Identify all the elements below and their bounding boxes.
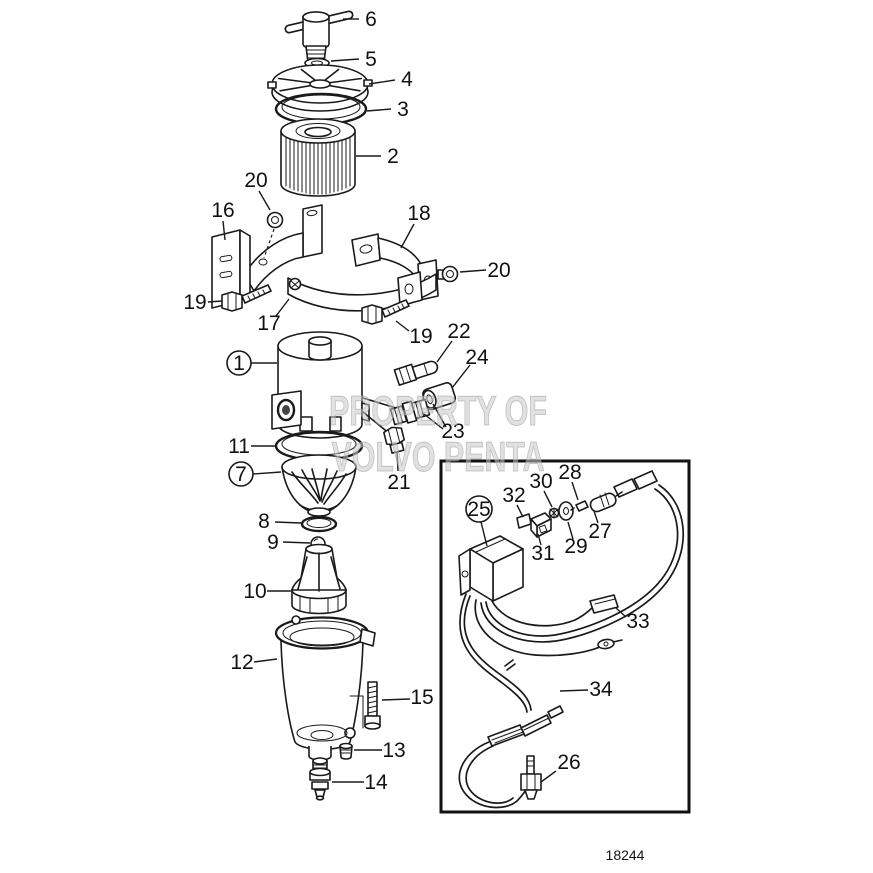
fitting-screw-plug	[383, 426, 406, 454]
nut-right	[437, 265, 459, 283]
part-screw-long	[364, 681, 381, 730]
callout-2: 2	[387, 145, 399, 168]
watermark: PROPERTY OF VOLVO PENTA	[328, 386, 547, 480]
part-t-handle	[284, 10, 354, 63]
part-bullet-connector	[570, 500, 589, 512]
callout-9: 9	[267, 531, 279, 554]
callout-19a: 19	[183, 291, 206, 314]
callout-8: 8	[258, 510, 270, 533]
callout-24: 24	[465, 346, 489, 369]
callout-31: 31	[531, 542, 554, 565]
callout-25: 25	[467, 498, 490, 521]
callout-16: 16	[211, 199, 234, 222]
part-stand	[291, 543, 347, 615]
part-bowl	[274, 615, 376, 761]
fitting-connector	[389, 398, 431, 426]
wiring-harness	[458, 484, 684, 809]
callout-6: 6	[365, 8, 377, 31]
callout-4: 4	[401, 68, 413, 91]
callout-5: 5	[365, 48, 377, 71]
part-o-ring	[300, 515, 338, 533]
circled-callout-1: 1	[226, 350, 252, 376]
watermark-line2: VOLVO PENTA	[332, 433, 545, 480]
callout-23: 23	[441, 420, 464, 443]
callouts: 6 5 4 3 2 20 16 18 20 19 17 19 22 24 23 …	[183, 8, 649, 794]
part-harness-connectors	[487, 705, 564, 747]
part-control-unit	[458, 535, 524, 602]
fitting-hose-nipple	[393, 360, 439, 386]
callout-26: 26	[557, 751, 580, 774]
callout-32: 32	[502, 484, 525, 507]
callout-12: 12	[230, 651, 253, 674]
watermark-line1: PROPERTY OF	[329, 387, 547, 434]
callout-7: 7	[235, 463, 247, 486]
bolt-left	[221, 284, 272, 312]
callout-20b: 20	[487, 259, 510, 282]
part-terminal-lugs	[613, 470, 658, 498]
inset-box	[439, 459, 691, 814]
callout-19b: 19	[409, 325, 432, 348]
callout-27: 27	[588, 520, 611, 543]
callout-11: 11	[228, 435, 250, 458]
callout-22: 22	[447, 320, 470, 343]
leader-lines	[207, 18, 627, 783]
figure-number: 18244	[606, 847, 645, 863]
callout-21: 21	[387, 471, 410, 494]
part-bracket-saddle	[243, 204, 323, 292]
part-strap-lower	[287, 271, 437, 312]
callout-20a: 20	[244, 169, 267, 192]
callout-14: 14	[364, 771, 388, 794]
part-clip	[516, 513, 532, 529]
part-ring-terminal	[597, 638, 623, 650]
callout-33: 33	[626, 610, 649, 633]
part-grommet	[558, 501, 574, 521]
part-drain-valve	[309, 757, 331, 801]
part-fuse-holder	[589, 492, 617, 513]
callout-10: 10	[243, 580, 266, 603]
part-drain-screw	[339, 742, 353, 760]
part-connector-housing	[530, 512, 552, 538]
circled-callout-25: 25	[465, 495, 493, 523]
callout-34: 34	[589, 678, 613, 701]
callout-28: 28	[558, 461, 581, 484]
callout-29: 29	[564, 535, 587, 558]
callout-17: 17	[257, 312, 280, 335]
part-separator-cone	[281, 454, 357, 517]
circled-callout-7: 7	[228, 461, 254, 487]
part-lid	[267, 64, 373, 112]
callout-3: 3	[397, 98, 409, 121]
part-connector-33	[589, 594, 619, 614]
callout-30: 30	[529, 470, 552, 493]
bolt-right	[361, 299, 410, 325]
part-filter-element	[280, 118, 356, 197]
nut-top	[263, 211, 284, 259]
callout-15: 15	[410, 686, 433, 709]
callout-1: 1	[233, 352, 245, 375]
callout-13: 13	[382, 739, 405, 762]
part-sensor	[520, 755, 542, 800]
part-star-washer	[548, 507, 560, 519]
part-housing	[271, 331, 397, 439]
callout-18: 18	[407, 202, 430, 225]
